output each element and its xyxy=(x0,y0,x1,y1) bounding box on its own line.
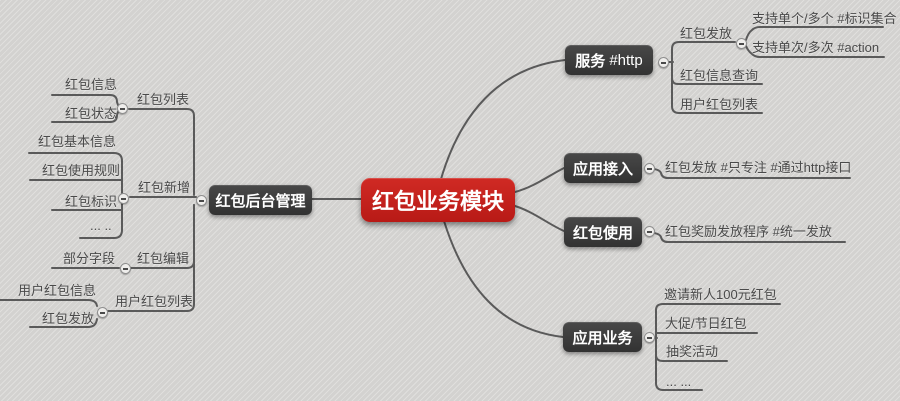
underline-usage-program xyxy=(653,232,846,243)
backend-node-label: 红包后台管理 xyxy=(215,192,306,210)
edge-root-business xyxy=(443,220,564,338)
business-node[interactable]: 应用业务 xyxy=(563,322,642,352)
service-node-label: 服务 xyxy=(575,52,606,70)
topic-user-redpacket-list[interactable]: 用户红包列表 xyxy=(115,294,194,309)
topic-user-redpacket-info[interactable]: 用户红包信息 xyxy=(18,283,97,298)
topic-service-grant[interactable]: 红包发放 xyxy=(680,26,733,41)
underline-userlist-grant xyxy=(29,318,98,328)
connector-backend-list xyxy=(128,108,195,196)
collapse-toggle-service-grant-icon[interactable] xyxy=(736,38,747,49)
topic-redpacket-edit[interactable]: 红包编辑 xyxy=(137,251,190,266)
edge-root-access xyxy=(514,167,565,193)
underline-business-lottery xyxy=(655,354,728,362)
topic-service-query[interactable]: 红包信息查询 xyxy=(680,68,759,83)
topic-redpacket-info[interactable]: 红包信息 xyxy=(65,77,118,92)
collapse-toggle-edit-icon[interactable] xyxy=(120,263,131,274)
topic-redpacket-create[interactable]: 红包新增 xyxy=(138,180,191,195)
topic-business-festival[interactable]: 大促/节日红包 xyxy=(665,316,747,331)
underline-service-grant xyxy=(671,41,736,107)
topic-create-more[interactable]: ... .. xyxy=(90,218,112,233)
topic-redpacket-mark[interactable]: 红包标识 xyxy=(65,194,118,209)
service-node[interactable]: 服务 #http xyxy=(565,45,653,75)
underline-userlist-userinfo xyxy=(0,299,98,307)
topic-redpacket-status[interactable]: 红包状态 xyxy=(65,106,118,121)
business-node-label: 应用业务 xyxy=(572,329,633,347)
underline-service-query xyxy=(671,77,763,85)
usage-node-label: 红包使用 xyxy=(572,224,633,242)
collapse-toggle-backend-icon[interactable] xyxy=(196,195,207,206)
topic-redpacket-grant-left[interactable]: 红包发放 xyxy=(42,311,95,326)
edge-root-service xyxy=(440,59,566,180)
collapse-toggle-userlist-icon[interactable] xyxy=(97,307,108,318)
underline-access-grant xyxy=(653,168,851,179)
access-node-label: 应用接入 xyxy=(572,160,633,178)
underline-service-userlist xyxy=(671,105,763,114)
topic-business-invite[interactable]: 邀请新人100元红包 xyxy=(664,287,777,302)
collapse-toggle-list-icon[interactable] xyxy=(117,103,128,114)
root-node[interactable]: 红包业务模块 xyxy=(361,178,515,222)
underline-business-more xyxy=(655,382,703,391)
topic-basic-info[interactable]: 红包基本信息 xyxy=(38,134,117,149)
backend-node[interactable]: 红包后台管理 xyxy=(209,185,312,215)
underline-grant-once-many xyxy=(745,45,885,58)
underline-list-info xyxy=(51,94,119,106)
collapse-toggle-access-icon[interactable] xyxy=(644,163,655,174)
topic-grant-single-multi[interactable]: 支持单个/多个 #标识集合 xyxy=(752,11,897,26)
collapse-toggle-usage-icon[interactable] xyxy=(644,226,655,237)
topic-access-grant[interactable]: 红包发放 #只专注 #通过http接口 xyxy=(665,160,852,175)
collapse-toggle-business-icon[interactable] xyxy=(644,332,655,343)
topic-partial-fields[interactable]: 部分字段 xyxy=(63,251,116,266)
access-node[interactable]: 应用接入 xyxy=(564,153,642,183)
service-node-tag: #http xyxy=(609,51,643,69)
usage-node[interactable]: 红包使用 xyxy=(564,217,642,247)
topic-usage-program[interactable]: 红包奖励发放程序 #统一发放 xyxy=(665,224,832,239)
underline-business-invite xyxy=(655,303,781,384)
topic-business-lottery[interactable]: 抽奖活动 xyxy=(666,344,719,359)
edge-root-usage xyxy=(514,205,565,232)
underline-grant-single-multi xyxy=(745,26,884,41)
topic-redpacket-list[interactable]: 红包列表 xyxy=(137,92,190,107)
collapse-toggle-service-icon[interactable] xyxy=(658,57,669,68)
connector-backend-userlist xyxy=(107,204,195,312)
root-node-label: 红包业务模块 xyxy=(371,189,504,214)
topic-usage-rules[interactable]: 红包使用规则 xyxy=(42,163,121,178)
topic-grant-once-many[interactable]: 支持单次/多次 #action xyxy=(752,40,880,55)
underline-list-status xyxy=(51,111,119,123)
collapse-toggle-create-icon[interactable] xyxy=(118,193,129,204)
topic-service-userlist[interactable]: 用户红包列表 xyxy=(680,97,759,112)
topic-business-more[interactable]: ... ... xyxy=(666,374,692,389)
